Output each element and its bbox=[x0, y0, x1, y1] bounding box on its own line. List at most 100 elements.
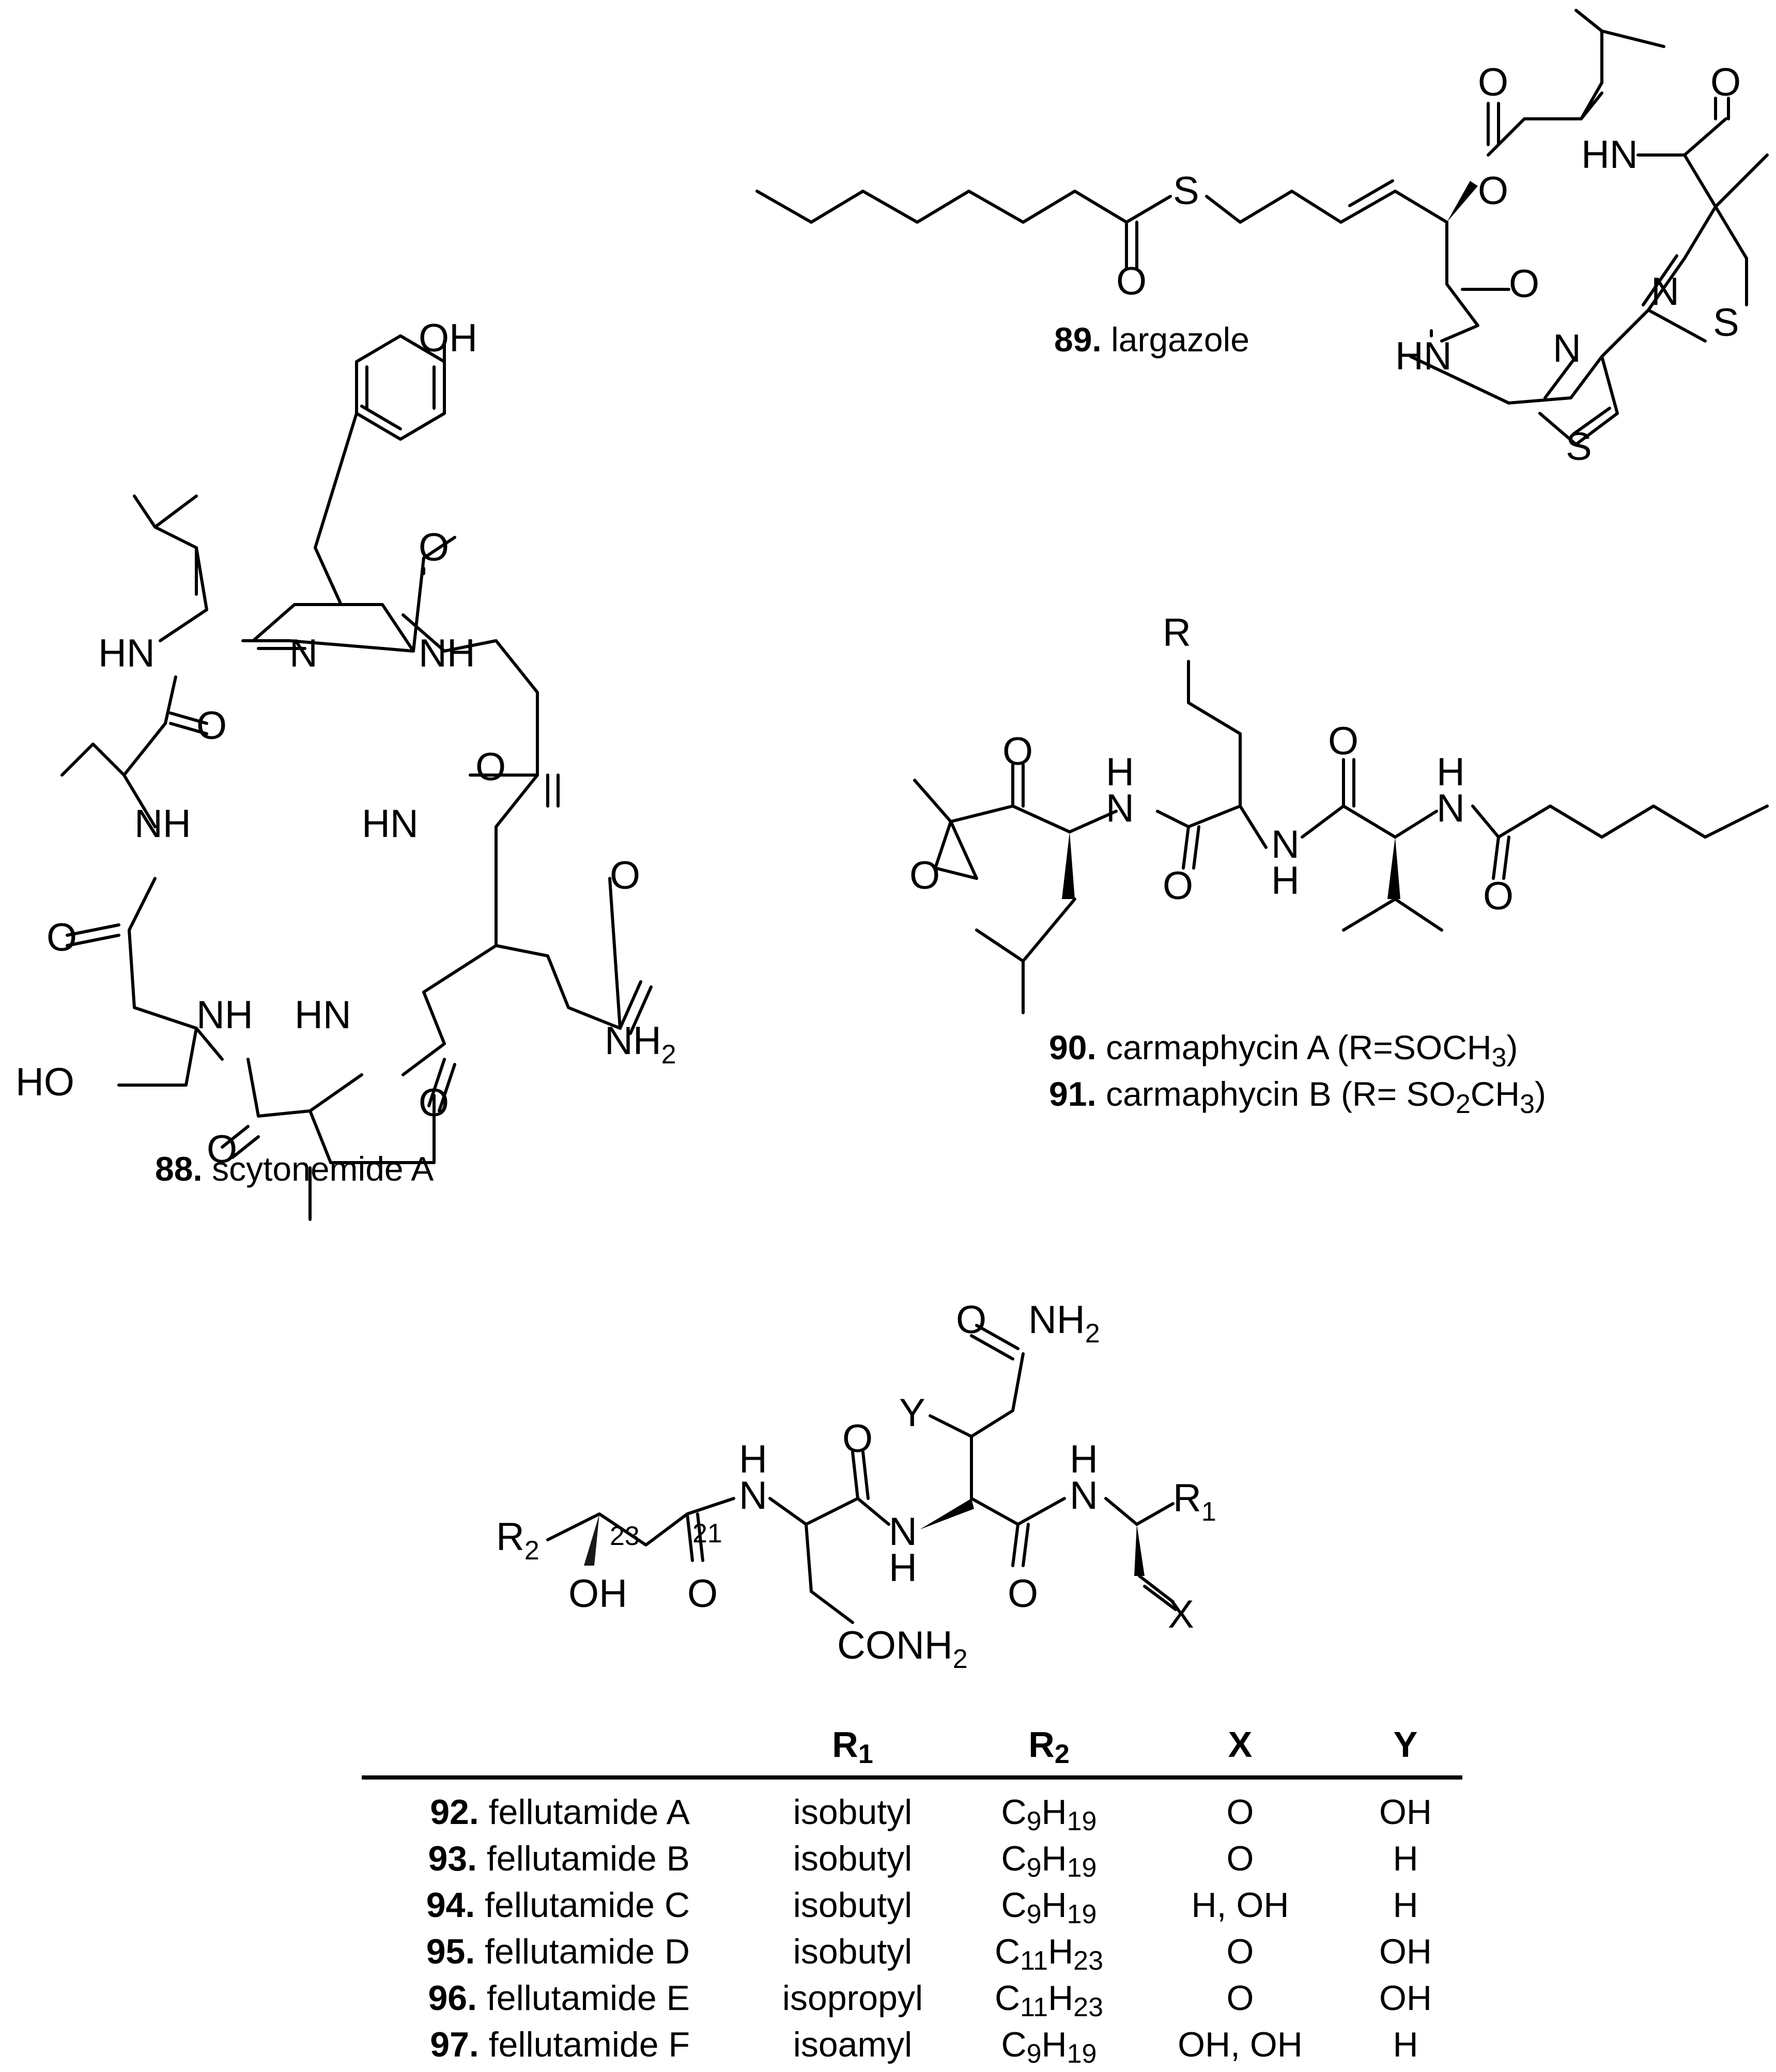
r2-cell: C9H19 bbox=[1001, 2025, 1097, 2069]
r2-cell: C9H19 bbox=[1001, 1792, 1097, 1836]
atom-label: O bbox=[610, 854, 640, 898]
locant-21: 21 bbox=[692, 1519, 722, 1549]
atom-label: O bbox=[47, 916, 77, 960]
header-r2: R2 bbox=[1028, 1724, 1069, 1769]
atom-label: S bbox=[1713, 301, 1739, 345]
largazole-labels: S O O O HN O N S O HN N S bbox=[1116, 60, 1741, 469]
atom-label: O bbox=[1478, 60, 1508, 104]
caption-91: 91. carmaphycin B (R= SO2CH3) bbox=[1049, 1075, 1546, 1119]
atom-label: O bbox=[1163, 864, 1193, 908]
atom-label: N bbox=[1106, 786, 1134, 830]
atom-label: HN bbox=[1581, 133, 1638, 177]
y-cell: OH bbox=[1379, 1932, 1432, 1971]
r2-cell: C9H19 bbox=[1001, 1885, 1097, 1929]
atom-label: O bbox=[475, 745, 506, 789]
atom-label: NH bbox=[134, 802, 191, 846]
compound-name-cell: 95. fellutamide D bbox=[426, 1932, 690, 1971]
r1-cell: isopropyl bbox=[782, 1978, 923, 2018]
atom-label: NH2 bbox=[605, 1019, 676, 1070]
x-cell: OH, OH bbox=[1178, 2025, 1303, 2064]
atom-label: N bbox=[1651, 270, 1679, 314]
atom-label: O bbox=[1483, 874, 1514, 918]
r2-cell: C11H23 bbox=[995, 1932, 1103, 1976]
fellutamide-labels: O NH2 Y R2 23 OH 21 O H N O N H CONH2 O … bbox=[496, 1298, 1216, 1674]
x-cell: O bbox=[1227, 1932, 1254, 1971]
header-r1: R1 bbox=[832, 1724, 873, 1769]
r1-cell: isobutyl bbox=[793, 1792, 913, 1832]
atom-label: S bbox=[1566, 425, 1592, 469]
header-x: X bbox=[1228, 1724, 1253, 1765]
y-cell: H bbox=[1393, 1885, 1418, 1925]
atom-label: O bbox=[1116, 259, 1147, 303]
table-row: 95. fellutamide D isobutyl C11H23 O OH bbox=[426, 1932, 1432, 1976]
compound-name-cell: 96. fellutamide E bbox=[428, 1978, 690, 2018]
caption-90: 90. carmaphycin A (R=SOCH3) bbox=[1049, 1028, 1518, 1073]
x-cell: O bbox=[1227, 1792, 1254, 1832]
compound-name-cell: 97. fellutamide F bbox=[430, 2025, 690, 2064]
r1-cell: isoamyl bbox=[793, 2025, 913, 2064]
atom-label: HN bbox=[1395, 334, 1452, 378]
atom-label: O bbox=[1008, 1572, 1038, 1616]
atom-label: O bbox=[1002, 730, 1033, 774]
header-y: Y bbox=[1394, 1724, 1418, 1765]
y-cell: OH bbox=[1379, 1792, 1432, 1832]
atom-label: H bbox=[1271, 859, 1300, 903]
atom-label: H bbox=[1437, 750, 1465, 794]
atom-label: O bbox=[687, 1572, 718, 1616]
x-cell: O bbox=[1227, 1839, 1254, 1878]
atom-label: R2 bbox=[496, 1515, 539, 1566]
fellutamide-structure bbox=[546, 1324, 1177, 1624]
atom-label: HN bbox=[362, 802, 419, 846]
atom-label: OH bbox=[419, 316, 477, 360]
r2-cell: C11H23 bbox=[995, 1978, 1103, 2022]
atom-label: R1 bbox=[1173, 1476, 1216, 1527]
atom-label: X bbox=[1168, 1592, 1194, 1636]
atom-label: N bbox=[289, 631, 318, 675]
r1-cell: isobutyl bbox=[793, 1932, 913, 1971]
scytonemide-a-labels: OH HN N NH O O O NH HN O O NH HN HO O O … bbox=[16, 316, 676, 1171]
atom-label: H bbox=[1070, 1437, 1098, 1481]
atom-label: HN bbox=[98, 631, 155, 675]
locant-23: 23 bbox=[610, 1521, 640, 1551]
y-cell: OH bbox=[1379, 1978, 1432, 2018]
y-cell: H bbox=[1393, 1839, 1418, 1878]
atom-label: O bbox=[207, 1127, 237, 1171]
atom-label: N bbox=[1271, 823, 1300, 867]
atom-label: O bbox=[842, 1417, 873, 1461]
caption-88: 88. scytonemide A bbox=[155, 1150, 434, 1188]
compound-name-cell: 93. fellutamide B bbox=[428, 1839, 690, 1878]
atom-label: O bbox=[1478, 169, 1508, 213]
atom-label: R bbox=[1163, 611, 1191, 655]
compound-name-cell: 92. fellutamide A bbox=[430, 1792, 690, 1832]
atom-label: Y bbox=[899, 1391, 925, 1435]
atom-label: CONH2 bbox=[837, 1623, 968, 1674]
atom-label: O bbox=[419, 1081, 449, 1125]
y-cell: H bbox=[1393, 2025, 1418, 2064]
atom-label: S bbox=[1173, 169, 1199, 213]
atom-label: N bbox=[1070, 1474, 1098, 1518]
atom-label: OH bbox=[568, 1572, 627, 1616]
atom-label: N bbox=[889, 1510, 917, 1554]
caption-89: 89. largazole bbox=[1054, 320, 1249, 359]
largazole-structure bbox=[755, 9, 1769, 446]
atom-label: HO bbox=[16, 1060, 74, 1104]
table-row: 97. fellutamide F isoamyl C9H19 OH, OH H bbox=[430, 2025, 1418, 2069]
atom-label: O bbox=[196, 704, 227, 748]
atom-label: N bbox=[1553, 327, 1581, 370]
atom-label: O bbox=[1328, 719, 1358, 763]
atom-label: O bbox=[909, 854, 940, 898]
atom-label: O bbox=[956, 1298, 986, 1342]
atom-label: O bbox=[1710, 60, 1741, 104]
carmaphycin-structure bbox=[913, 660, 1769, 1014]
atom-label: O bbox=[419, 525, 449, 569]
atom-label: NH bbox=[419, 631, 475, 675]
compound-name-cell: 94. fellutamide C bbox=[426, 1885, 690, 1925]
atom-label: NH bbox=[196, 993, 253, 1037]
r2-cell: C9H19 bbox=[1001, 1839, 1097, 1883]
